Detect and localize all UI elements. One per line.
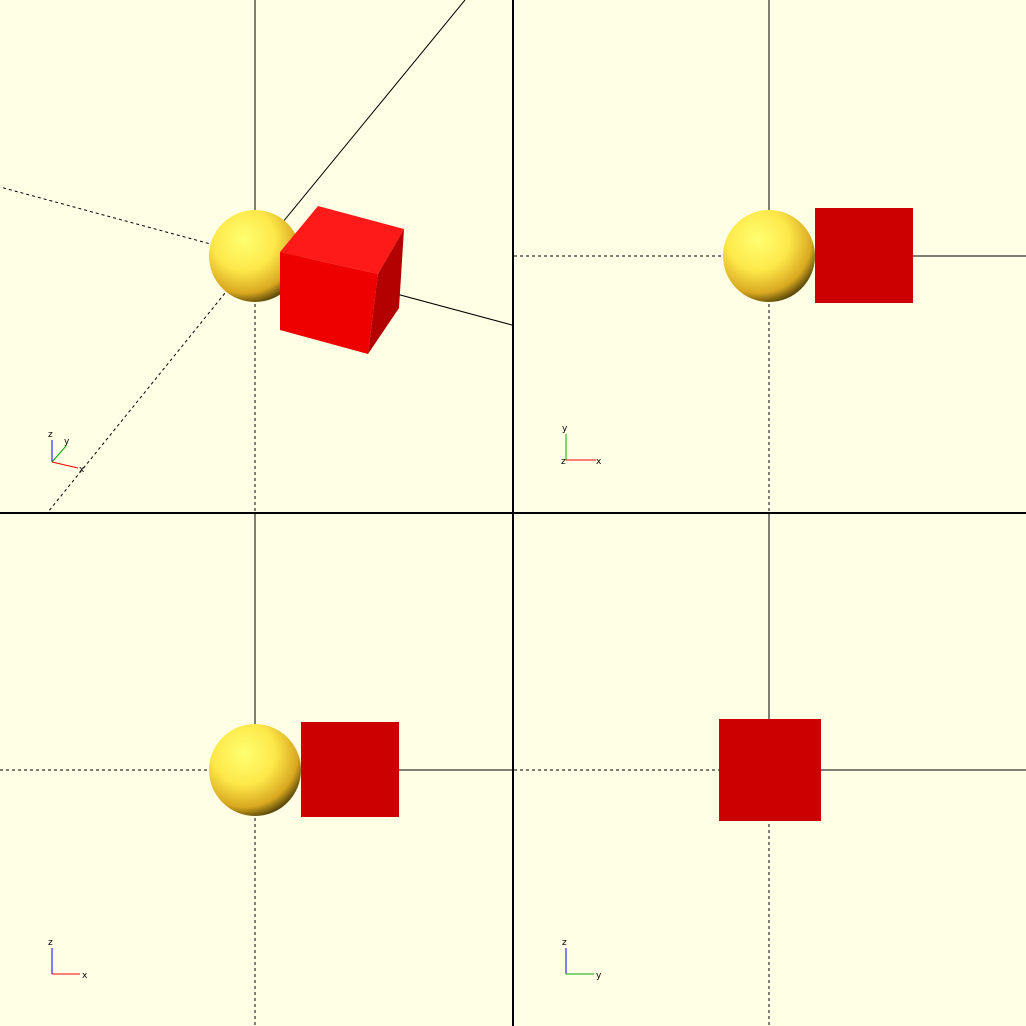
gizmo-label-y: y	[64, 437, 70, 447]
cube-side-face	[368, 229, 404, 354]
cube-top-face	[280, 206, 404, 274]
axis-line-y-pos	[254, 0, 466, 257]
viewport-front[interactable]: z x	[0, 514, 512, 1026]
cube-shape[interactable]	[815, 208, 913, 303]
axis-gizmo-front: z x	[48, 938, 88, 981]
viewport-divider-horizontal[interactable]	[0, 512, 1026, 514]
gizmo-label-y: y	[596, 971, 602, 981]
axis-line-y-neg	[47, 255, 256, 512]
viewport-top[interactable]: y z x	[514, 0, 1026, 512]
gizmo-label-y: y	[562, 424, 568, 434]
cube-front-face	[280, 252, 378, 354]
gizmo-label-z: z	[48, 938, 53, 948]
sphere-shape[interactable]	[209, 210, 301, 302]
axis-gizmo-iso: z y x	[48, 430, 85, 475]
axis-gizmo-top: y z x	[561, 424, 602, 467]
gizmo-label-x: x	[79, 465, 85, 475]
sphere-shape[interactable]	[723, 210, 815, 302]
cube-shape[interactable]	[719, 719, 821, 821]
cube-shape[interactable]	[280, 206, 404, 354]
viewport-side[interactable]: z y	[514, 514, 1026, 1026]
axis-gizmo-side: z y	[562, 938, 602, 981]
viewport-iso[interactable]: z y x	[0, 0, 512, 512]
sphere-shape[interactable]	[209, 724, 301, 816]
gizmo-label-z: z	[561, 457, 566, 467]
gizmo-label-z: z	[48, 430, 53, 440]
gizmo-label-x: x	[82, 971, 88, 981]
cube-shape[interactable]	[301, 722, 399, 817]
gizmo-label-x: x	[596, 457, 602, 467]
gizmo-label-z: z	[562, 938, 567, 948]
